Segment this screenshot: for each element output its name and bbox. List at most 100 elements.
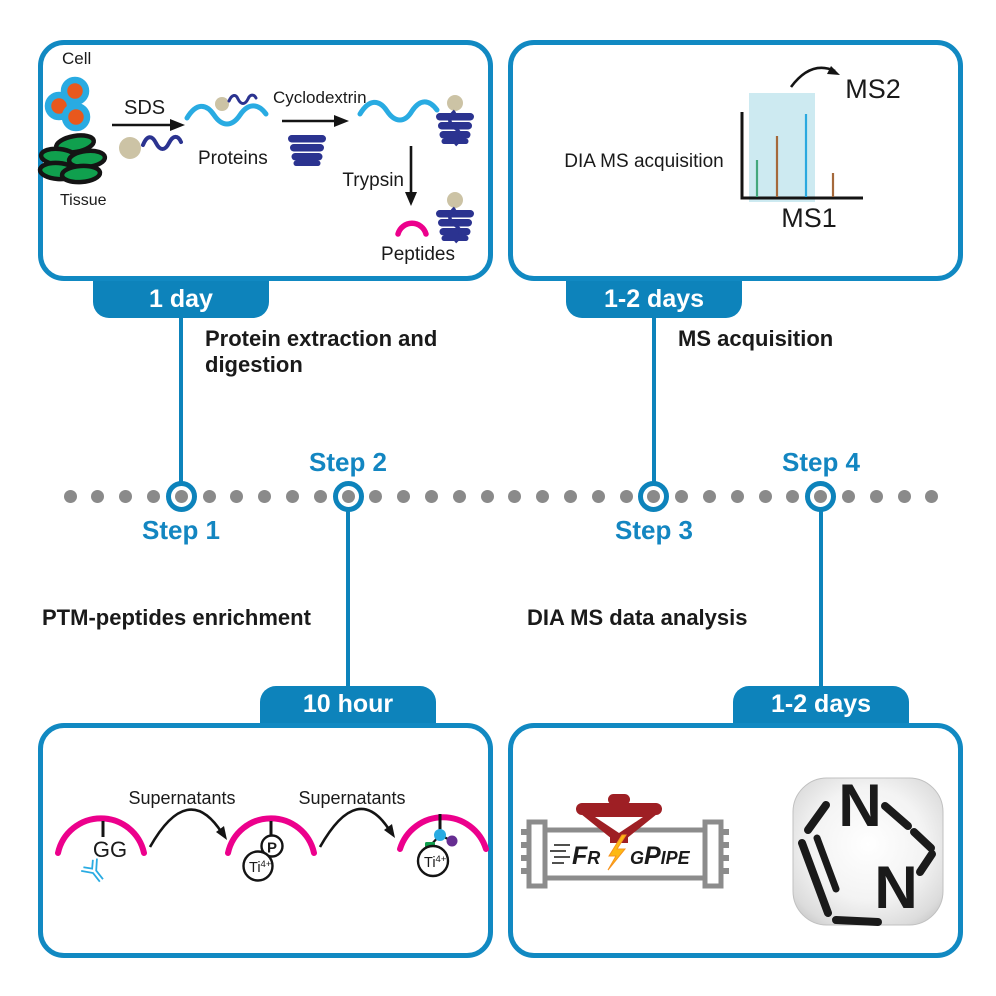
pipe-flange-right-icon xyxy=(702,819,724,889)
duration-badge-step1: 1 day xyxy=(93,281,269,318)
spectrum-peaks xyxy=(755,114,835,197)
diann-ring-icon xyxy=(798,801,936,926)
timeline-dot xyxy=(925,490,939,503)
timeline-dot xyxy=(536,490,550,503)
timeline-dot xyxy=(647,490,661,503)
panel-protein-extraction: Cell Tissue SDS xyxy=(37,40,493,281)
timeline-dot xyxy=(91,490,105,503)
timeline-dot xyxy=(202,490,216,503)
timeline-dot xyxy=(119,490,133,503)
timeline-dot xyxy=(313,490,327,503)
timeline-dot xyxy=(786,490,800,503)
tissue-label: Tissue xyxy=(60,192,107,209)
timeline-dot xyxy=(758,490,772,503)
task-label-step4: DIA MS data analysis xyxy=(527,605,748,630)
step-marker xyxy=(332,481,364,512)
step-marker xyxy=(165,481,197,512)
ti4-label-1: Ti4+ xyxy=(249,859,272,876)
timeline-dot xyxy=(730,490,744,503)
timeline-dot xyxy=(619,490,633,503)
ms2-label: MS2 xyxy=(845,74,901,104)
ms-acquisition-illustration: DIA MS acquisition MS2 MS1 xyxy=(564,66,901,233)
timeline-dot xyxy=(230,490,244,503)
peptides-label: Peptides xyxy=(381,244,455,265)
timeline-dot xyxy=(897,490,911,503)
timeline-dot xyxy=(146,490,160,503)
step-label-4: Step 4 xyxy=(781,447,861,477)
ti4-circle-1 xyxy=(242,850,274,882)
tissue-icon xyxy=(37,133,108,185)
antibody-icon xyxy=(81,858,104,883)
duration-badge-step4: 1-2 days xyxy=(733,686,909,723)
protein-wave-icon xyxy=(184,103,269,127)
fragpipe-logo: Fr gPipe xyxy=(521,794,729,889)
timeline-dot xyxy=(591,490,605,503)
task-label-step2: PTM-peptides enrichment xyxy=(42,605,311,630)
protein-squiggle-icon xyxy=(227,93,258,105)
panel-dia-analysis: Fr gPipe N N xyxy=(508,723,963,958)
timeline-dot xyxy=(258,490,272,503)
timeline-dot xyxy=(480,490,494,503)
sds-label: SDS xyxy=(124,97,165,119)
fragpipe-text-prefix: Fr xyxy=(572,842,600,870)
timeline-dot xyxy=(397,490,411,503)
dia-analysis-illustration: Fr gPipe N N xyxy=(521,772,944,926)
lightning-bolt-icon xyxy=(607,834,627,871)
timeline-dot xyxy=(508,490,522,503)
timeline-dot xyxy=(63,490,77,503)
panel-ptm-enrichment: Supernatants Supernatants GG P Ti4+ xyxy=(38,723,493,958)
denatured-protein-icon xyxy=(141,134,183,151)
duration-badge-step2: 10 hour xyxy=(260,686,436,723)
timeline-dot xyxy=(563,490,577,503)
timeline-dot xyxy=(452,490,466,503)
cell-icon xyxy=(44,76,91,132)
step-marker xyxy=(805,481,837,512)
connector-step3 xyxy=(652,316,656,484)
pipe-teeth-icon xyxy=(521,829,729,874)
connector-step1 xyxy=(179,316,183,484)
task-label-step1: Protein extraction and digestion xyxy=(205,326,438,378)
timeline-dot xyxy=(424,490,438,503)
ti4-circle-2 xyxy=(416,844,450,878)
sds-bead-icon xyxy=(119,137,141,159)
pipe-flange-left-icon xyxy=(526,819,548,889)
step-marker xyxy=(638,481,670,512)
step-label-1: Step 1 xyxy=(141,515,221,545)
peptide-arc-icon xyxy=(395,220,429,237)
peptide-arc-2 xyxy=(225,815,317,856)
fragpipe-text-suffix: gPipe xyxy=(630,842,691,870)
trypsin-arrow xyxy=(405,146,417,206)
ti4-label-2: Ti4+ xyxy=(424,854,447,871)
supernatants-label-1: Supernatants xyxy=(128,788,235,808)
diann-logo: N N xyxy=(792,772,944,926)
gg-label: GG xyxy=(93,837,127,862)
cyclodextrin-label: Cyclodextrin xyxy=(273,88,367,107)
supernatant-arrow-2 xyxy=(318,807,395,848)
timeline-dot xyxy=(285,490,299,503)
diann-n-top: N xyxy=(838,772,881,839)
cell-label: Cell xyxy=(62,49,91,68)
connector-step4 xyxy=(819,510,823,686)
protein-extraction-illustration: Cell Tissue SDS xyxy=(37,49,474,265)
panel-ms-acquisition: DIA MS acquisition MS2 MS1 xyxy=(508,40,963,281)
connector-step2 xyxy=(346,510,350,686)
sds-cyclodextrin-complex-icon xyxy=(436,95,474,147)
dia-ms-acquisition-label: DIA MS acquisition xyxy=(564,151,723,172)
diann-n-bottom: N xyxy=(874,854,917,921)
ptm-enrichment-illustration: Supernatants Supernatants GG P Ti4+ xyxy=(55,788,489,883)
timeline-dot xyxy=(702,490,716,503)
spectrum-axes xyxy=(740,112,863,200)
sds-cyclodextrin-complex2-icon xyxy=(436,192,474,244)
cyclodextrin-arrow xyxy=(282,115,349,127)
step-label-2: Step 2 xyxy=(308,447,388,477)
proteins-label: Proteins xyxy=(198,148,268,169)
clean-protein-wave-icon xyxy=(357,99,440,123)
timeline-dot xyxy=(174,490,188,503)
step-label-3: Step 3 xyxy=(614,515,694,545)
cyclodextrin-barrel-icon xyxy=(288,135,326,166)
timeline-dot xyxy=(841,490,855,503)
speed-lines-icon xyxy=(550,844,570,864)
protein-bead-icon xyxy=(215,97,229,111)
ms2-arrow xyxy=(789,66,840,88)
